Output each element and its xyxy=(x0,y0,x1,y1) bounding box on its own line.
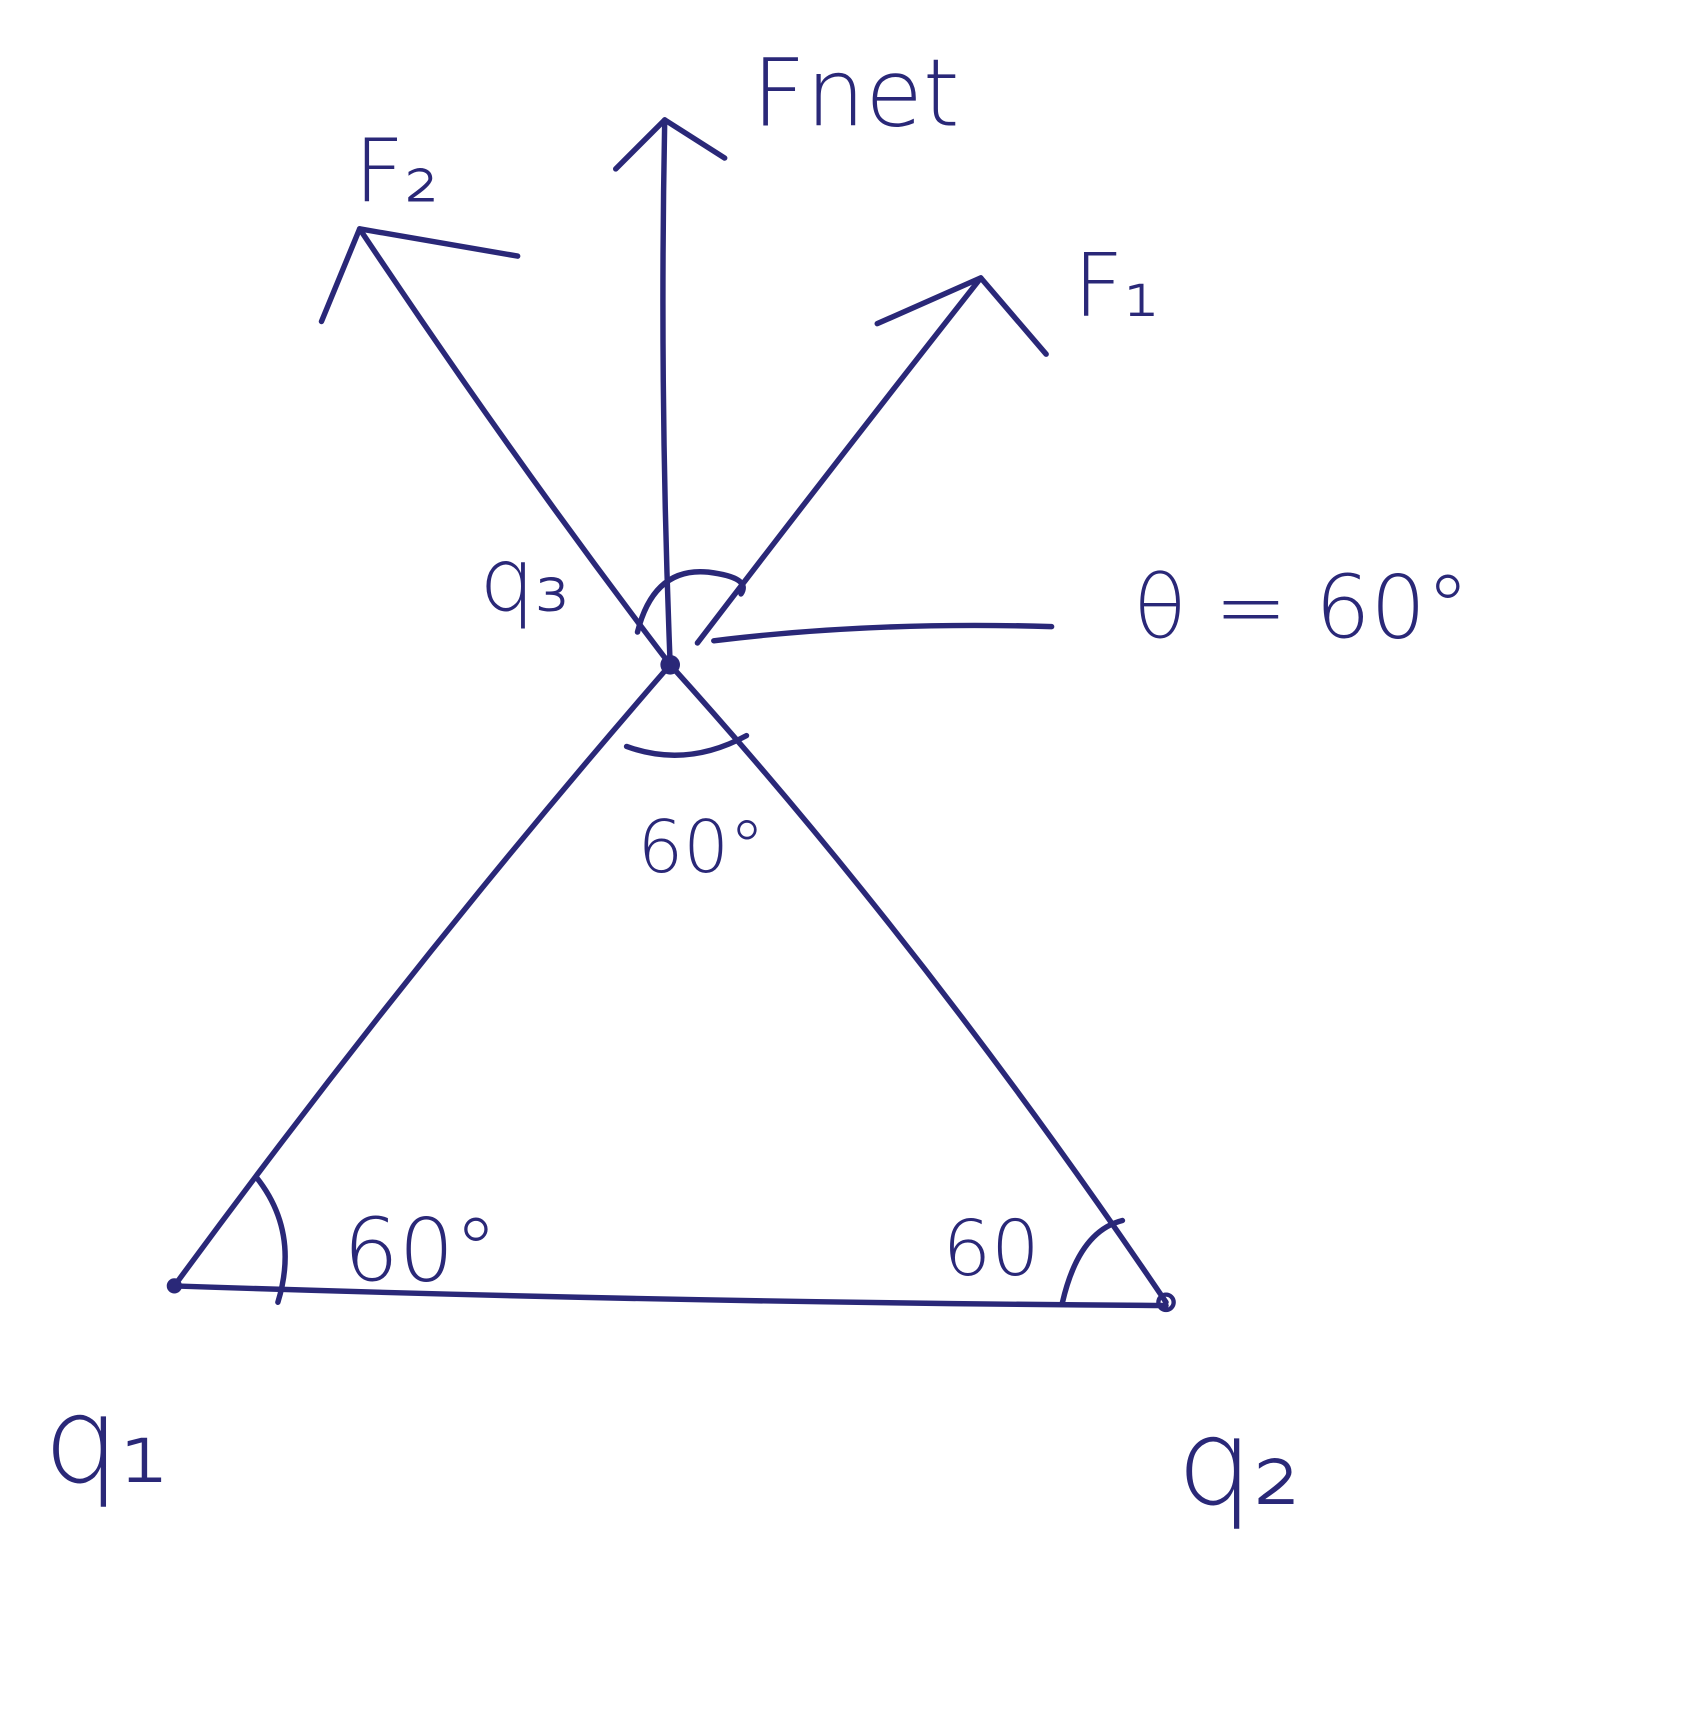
angle-arc-top xyxy=(623,732,750,758)
fnet-vector xyxy=(612,117,728,668)
label-q3: q₃ xyxy=(479,529,569,631)
label-fnet: Fnet xyxy=(752,39,960,148)
label-f2: F₂ xyxy=(354,121,439,223)
label-q1: q₁ xyxy=(44,1372,168,1511)
label-theta: θ = 60° xyxy=(1133,557,1469,659)
angle-arc-q2 xyxy=(1059,1217,1126,1305)
side-q1-q2 xyxy=(171,1283,1169,1309)
f2-arrowhead xyxy=(318,226,521,325)
side-q1-q3 xyxy=(171,662,673,1289)
f1-vector xyxy=(694,275,1049,646)
horizontal-reference-line xyxy=(711,622,1055,644)
charge-q2-point xyxy=(1156,1292,1176,1313)
label-angle-top: 60° xyxy=(638,805,765,889)
theta-arc xyxy=(634,569,746,635)
angle-arc-q1 xyxy=(253,1174,288,1305)
f2-vector xyxy=(318,226,673,668)
f1-arrowhead xyxy=(874,275,1049,357)
label-angle-q1: 60° xyxy=(343,1199,497,1301)
label-angle-q2: 60 xyxy=(943,1204,1040,1293)
label-q2: q₂ xyxy=(1177,1394,1301,1533)
label-f1: F₁ xyxy=(1073,235,1158,337)
fnet-arrowhead xyxy=(612,117,728,172)
side-q3-q2 xyxy=(667,662,1169,1305)
charge-q1-point xyxy=(166,1278,182,1294)
triangle xyxy=(171,662,1169,1309)
